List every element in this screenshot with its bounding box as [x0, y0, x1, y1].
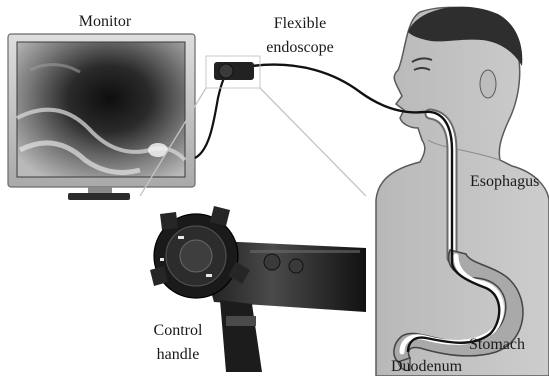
cable-monitor-to-handle: [195, 70, 230, 158]
flexible-endoscope-label-line1: Flexible: [250, 15, 350, 33]
control-handle-label-line1: Control: [143, 322, 213, 340]
callout-line: [260, 88, 366, 196]
small-control-knob: [180, 240, 212, 272]
air-water-button: [289, 259, 303, 273]
handle-thumbnail-knob: [219, 64, 233, 78]
knob-marker: [206, 274, 212, 277]
monitor-base: [68, 193, 130, 200]
monitor: [8, 34, 195, 200]
knob-marker: [178, 236, 184, 239]
knob-tooth: [160, 212, 178, 230]
monitor-label: Monitor: [60, 13, 150, 31]
esophagus-label: Esophagus: [470, 173, 539, 191]
shaft-highlight: [250, 250, 360, 253]
grip-band: [226, 316, 256, 326]
monitor-neck: [88, 187, 112, 193]
duodenum-label: Duodenum: [391, 358, 462, 376]
stomach-label: Stomach: [469, 336, 525, 354]
control-handle-label-line2: handle: [143, 346, 213, 364]
head-torso-outline: [376, 7, 549, 376]
flexible-endoscope-label-line2: endoscope: [250, 39, 350, 57]
suction-button: [264, 254, 280, 270]
patient: [376, 7, 549, 376]
ear: [480, 70, 496, 98]
knob-marker: [160, 258, 164, 261]
